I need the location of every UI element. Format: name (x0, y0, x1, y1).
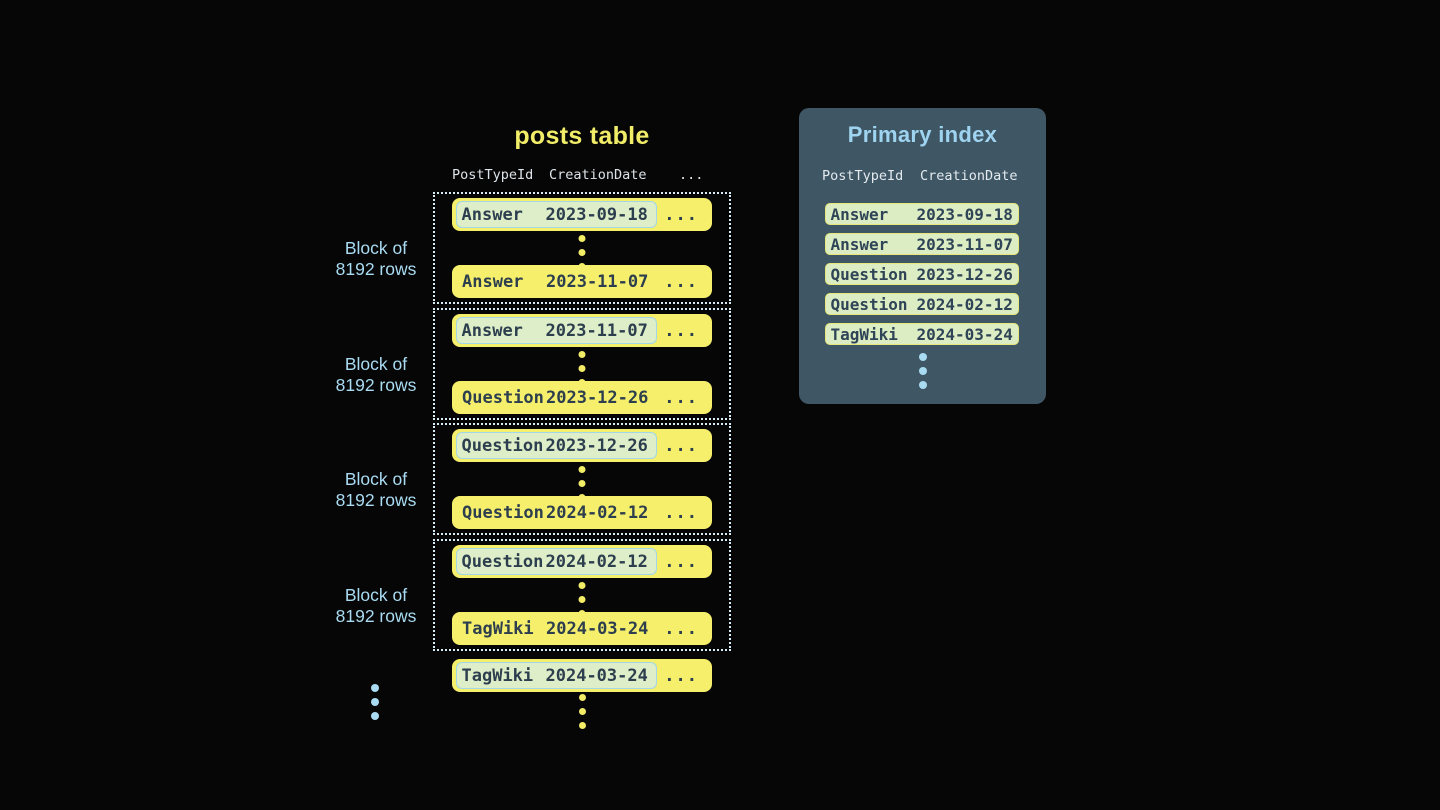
indexed-entry-highlight: Question 2024-02-12 (456, 548, 657, 575)
index-entry: Answer 2023-11-07 (825, 233, 1019, 255)
entry-creationdate: 2024-03-24 (916, 324, 1013, 344)
entry-creationdate: 2024-02-12 (916, 294, 1013, 314)
row-creationdate: 2023-11-07 (546, 271, 649, 292)
column-creationdate: CreationDate (920, 168, 1018, 184)
row-more-ellipsis: ... (664, 435, 698, 456)
row-more-ellipsis: ... (664, 618, 698, 639)
table-row: TagWiki 2024-03-24 ... (452, 612, 712, 645)
block-label-line2: 8192 rows (335, 606, 417, 626)
entry-posttypeid: Answer (830, 234, 889, 254)
row-posttypeid: TagWiki (462, 618, 534, 639)
more-blocks-dots (371, 684, 379, 720)
indexed-entry-highlight: Answer 2023-11-07 (456, 317, 657, 344)
row-creationdate: 2023-09-18 (545, 204, 648, 225)
block-label-2: Block of 8192 rows (316, 354, 436, 396)
row-creationdate: 2024-02-12 (545, 551, 648, 572)
block-label-3: Block of 8192 rows (316, 469, 436, 511)
block-label-line2: 8192 rows (335, 490, 417, 510)
row-posttypeid: Question (461, 435, 544, 456)
table-row: Answer 2023-11-07 ... (452, 314, 712, 347)
table-block-1: Answer 2023-09-18 ... Answer 2023-11-07 … (433, 192, 731, 304)
column-creationdate: CreationDate (549, 167, 647, 183)
table-block-4: Question 2024-02-12 ... TagWiki 2024-03-… (433, 539, 731, 651)
row-more-ellipsis: ... (664, 665, 698, 686)
block-label-4: Block of 8192 rows (316, 585, 436, 627)
index-entry: Question 2024-02-12 (825, 293, 1019, 315)
index-entry: Question 2023-12-26 (825, 263, 1019, 285)
row-creationdate: 2024-02-12 (546, 502, 649, 523)
entry-posttypeid: TagWiki (830, 324, 898, 344)
row-posttypeid: Answer (461, 204, 523, 225)
entry-creationdate: 2023-11-07 (916, 234, 1013, 254)
block-label-line1: Block of (344, 354, 408, 374)
primary-index-panel: Primary index PostTypeId CreationDate An… (799, 108, 1046, 404)
table-row: Question 2023-12-26 ... (452, 429, 712, 462)
index-entry: TagWiki 2024-03-24 (825, 323, 1019, 345)
indexed-entry-highlight: Answer 2023-09-18 (456, 201, 657, 228)
block-label-1: Block of 8192 rows (316, 238, 436, 280)
column-posttypeid: PostTypeId (452, 167, 534, 183)
row-creationdate: 2024-03-24 (546, 618, 649, 639)
row-more-ellipsis: ... (664, 320, 698, 341)
row-more-ellipsis: ... (664, 387, 698, 408)
row-more-ellipsis: ... (664, 551, 698, 572)
entry-creationdate: 2023-09-18 (916, 204, 1013, 224)
table-row: Answer 2023-11-07 ... (452, 265, 712, 298)
block-label-line1: Block of (344, 585, 408, 605)
table-row: Answer 2023-09-18 ... (452, 198, 712, 231)
entry-creationdate: 2023-12-26 (916, 264, 1013, 284)
more-entries-dots (799, 353, 1046, 389)
row-creationdate: 2023-12-26 (545, 435, 648, 456)
block-label-line2: 8192 rows (335, 375, 417, 395)
index-entry: Answer 2023-09-18 (825, 203, 1019, 225)
table-row: Question 2024-02-12 ... (452, 545, 712, 578)
block-label-line1: Block of (344, 238, 408, 258)
indexed-entry-highlight: Question 2023-12-26 (456, 432, 657, 459)
row-posttypeid: Answer (461, 320, 523, 341)
row-posttypeid: Question (462, 387, 544, 408)
row-creationdate: 2023-12-26 (546, 387, 649, 408)
table-row-overflow: TagWiki 2024-03-24 ... (452, 659, 712, 692)
block-label-line2: 8192 rows (335, 259, 417, 279)
row-posttypeid: Question (462, 502, 544, 523)
entry-posttypeid: Question (830, 294, 908, 314)
row-more-ellipsis: ... (664, 502, 698, 523)
entry-posttypeid: Answer (830, 204, 889, 224)
table-row: Question 2023-12-26 ... (452, 381, 712, 414)
table-row: Question 2024-02-12 ... (452, 496, 712, 529)
row-posttypeid: TagWiki (461, 665, 534, 686)
row-creationdate: 2023-11-07 (545, 320, 648, 341)
more-rows-dots (433, 694, 731, 729)
column-posttypeid: PostTypeId (822, 168, 904, 184)
row-more-ellipsis: ... (664, 204, 698, 225)
block-label-line1: Block of (344, 469, 408, 489)
primary-index-title: Primary index (847, 122, 998, 147)
entry-posttypeid: Question (830, 264, 908, 284)
posts-table-title: posts table (514, 122, 650, 150)
indexed-entry-highlight: TagWiki 2024-03-24 (456, 662, 657, 689)
column-more-ellipsis: ... (679, 167, 704, 183)
row-creationdate: 2024-03-24 (545, 665, 648, 686)
row-posttypeid: Question (461, 551, 544, 572)
table-block-3: Question 2023-12-26 ... Question 2024-02… (433, 423, 731, 535)
row-posttypeid: Answer (462, 271, 524, 292)
row-more-ellipsis: ... (664, 271, 698, 292)
table-block-2: Answer 2023-11-07 ... Question 2023-12-2… (433, 308, 731, 420)
